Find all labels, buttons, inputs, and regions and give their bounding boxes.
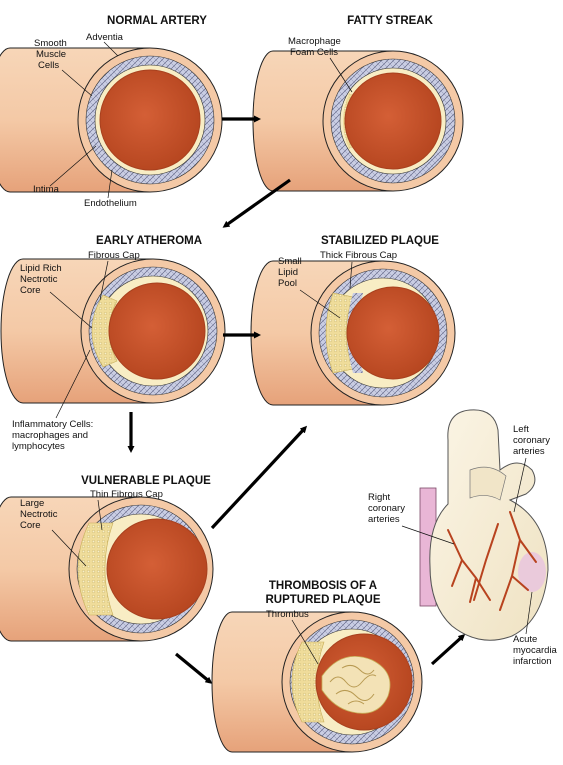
inflammatory-label-1: Inflammatory Cells: <box>12 419 93 430</box>
infarction-label-1: Acute <box>513 634 537 645</box>
vulnerable-plaque-title: VULNERABLE PLAQUE <box>81 475 211 487</box>
thrombus-label: Thrombus <box>266 609 309 620</box>
left-coronary-label-1: Left <box>513 424 529 435</box>
large-core-label-3: Core <box>20 520 41 531</box>
lipid-core-label-3: Core <box>20 285 41 296</box>
fatty-streak-title: FATTY STREAK <box>347 15 434 27</box>
right-coronary-label-2: coronary <box>368 503 405 514</box>
right-coronary-label-1: Right <box>368 492 391 503</box>
small-lipid-label-1: Small <box>278 256 302 267</box>
thrombosis-title-1: THROMBOSIS OF A <box>269 580 377 592</box>
thrombosis-figure <box>212 612 422 752</box>
lipid-core-label-1: Lipid Rich <box>20 263 62 274</box>
left-coronary-label-2: coronary <box>513 435 550 446</box>
adventia-label: Adventia <box>86 32 124 43</box>
fibrous-cap-label: Fibrous Cap <box>88 250 140 261</box>
fatty-streak-figure <box>253 51 463 191</box>
stabilized-plaque-title: STABILIZED PLAQUE <box>321 235 439 247</box>
inflammatory-label-3: lymphocytes <box>12 441 65 452</box>
thin-cap-label: Thin Fibrous Cap <box>90 489 163 500</box>
foam-cells-label-2: Foam Cells <box>290 47 338 58</box>
infarction-label-3: infarction <box>513 656 552 667</box>
normal-artery-figure <box>0 48 222 192</box>
endothelium-label: Endothelium <box>84 198 137 209</box>
large-core-label-1: Large <box>20 498 44 509</box>
foam-cells-label-1: Macrophage <box>288 36 341 47</box>
smooth-muscle-label-2: Muscle <box>36 49 66 60</box>
infarction-label-2: myocardia <box>513 645 558 656</box>
normal-artery-title: NORMAL ARTERY <box>107 15 207 27</box>
smooth-muscle-label-1: Smooth <box>34 38 67 49</box>
arrow-thrombosis-to-heart <box>432 636 463 664</box>
inflammatory-label-2: macrophages and <box>12 430 88 441</box>
thick-cap-label: Thick Fibrous Cap <box>320 250 397 261</box>
smooth-muscle-label-3: Cells <box>38 60 59 71</box>
arrow-vulnerable-to-thrombosis <box>176 654 210 682</box>
small-lipid-label-3: Pool <box>278 278 297 289</box>
right-coronary-label-3: arteries <box>368 514 400 525</box>
small-lipid-label-2: Lipid <box>278 267 298 278</box>
thrombosis-title-2: RUPTURED PLAQUE <box>265 594 380 606</box>
large-core-label-2: Nectrotic <box>20 509 58 520</box>
arrow-vulnerable-to-stabilized <box>212 428 305 528</box>
intima-label: Intima <box>33 184 60 195</box>
early-atheroma-title: EARLY ATHEROMA <box>96 235 202 247</box>
arrow-fatty-to-early <box>225 180 290 226</box>
lipid-core-label-2: Nectrotic <box>20 274 58 285</box>
left-coronary-label-3: arteries <box>513 446 545 457</box>
